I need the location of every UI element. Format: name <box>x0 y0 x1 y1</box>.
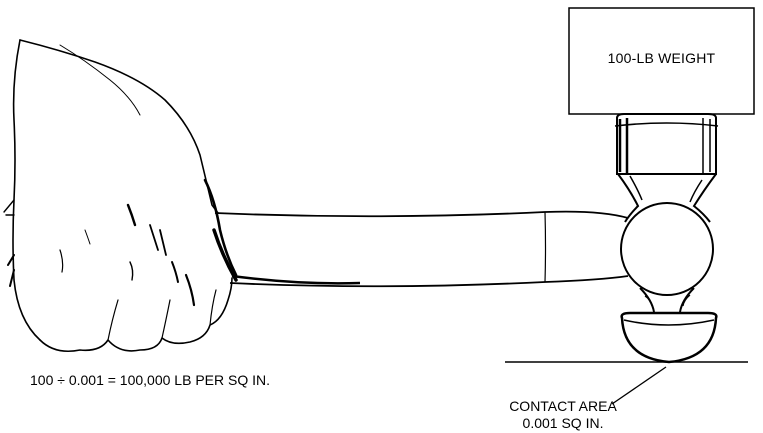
weight-label: 100-LB WEIGHT <box>569 50 754 66</box>
contact-area-label: CONTACT AREA 0.001 SQ IN. <box>498 398 628 432</box>
hammer-peen <box>622 313 717 362</box>
pressure-formula: 100 ÷ 0.001 = 100,000 LB PER SQ IN. <box>30 372 270 388</box>
hammer-face <box>615 114 718 174</box>
hammer-handle <box>215 212 628 287</box>
hammer-ball <box>621 203 713 295</box>
hammer-head <box>618 174 716 362</box>
gripping-hand <box>4 40 236 351</box>
contact-area-value: 0.001 SQ IN. <box>498 415 628 432</box>
contact-area-title: CONTACT AREA <box>498 398 628 415</box>
